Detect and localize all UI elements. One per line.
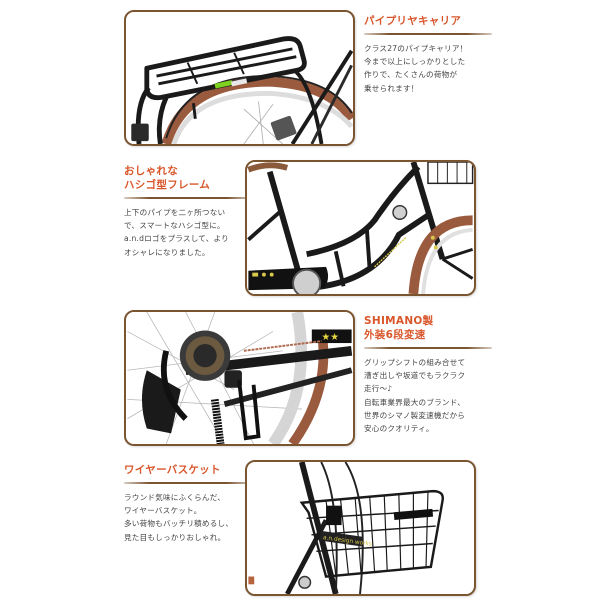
ladder-frame-illustration xyxy=(247,162,474,294)
section-title: おしゃれな ハシゴ型フレーム xyxy=(124,165,211,191)
carrier-photo xyxy=(124,10,355,146)
section-body: ラウンド気味にふくらんだ、 ワイヤーバスケット。 多い荷物もバッチリ積めるし、 … xyxy=(124,493,234,542)
title-divider xyxy=(124,197,252,199)
section-title: ワイヤーバスケット xyxy=(124,464,221,476)
section-body: 上下のパイプを二ヶ所つない で、スマートなハシゴ型に。 a.n.dロゴをプラスし… xyxy=(124,208,229,257)
derailleur-photo: ★★ xyxy=(124,310,355,446)
section-body: クラス27のパイプキャリア！ 今まで以上にしっかりとした 作りで、たくさんの荷物… xyxy=(364,44,468,93)
wire-basket-illustration: a.n.design works xyxy=(248,462,473,594)
rear-carrier-illustration xyxy=(127,12,353,144)
carrier-description: パイプリヤキャリア クラス27のパイプキャリア！ 今まで以上にしっかりとした 作… xyxy=(364,14,492,95)
basket-photo: a.n.design works xyxy=(245,460,476,596)
section-body: グリップシフトの組み合せて 漕ぎ出しや坂道でもラクラク 走行～♪ 自転車業界最大… xyxy=(364,358,466,434)
title-divider xyxy=(124,482,252,484)
basket-description: ワイヤーバスケット ラウンド気味にふくらんだ、 ワイヤーバスケット。 多い荷物も… xyxy=(124,463,252,544)
title-divider xyxy=(364,33,492,35)
section-title: パイプリヤキャリア xyxy=(364,15,462,27)
shimano-derailleur-illustration: ★★ xyxy=(127,312,353,444)
frame-photo xyxy=(245,160,476,296)
star-decals: ★★ xyxy=(322,332,340,343)
frame-description: おしゃれな ハシゴ型フレーム 上下のパイプを二ヶ所つない で、スマートなハシゴ型… xyxy=(124,164,252,259)
title-divider xyxy=(364,347,492,349)
section-title: SHIMANO製 外装6段変速 xyxy=(364,315,434,341)
shimano-description: SHIMANO製 外装6段変速 グリップシフトの組み合せて 漕ぎ出しや坂道でもラ… xyxy=(364,314,492,435)
